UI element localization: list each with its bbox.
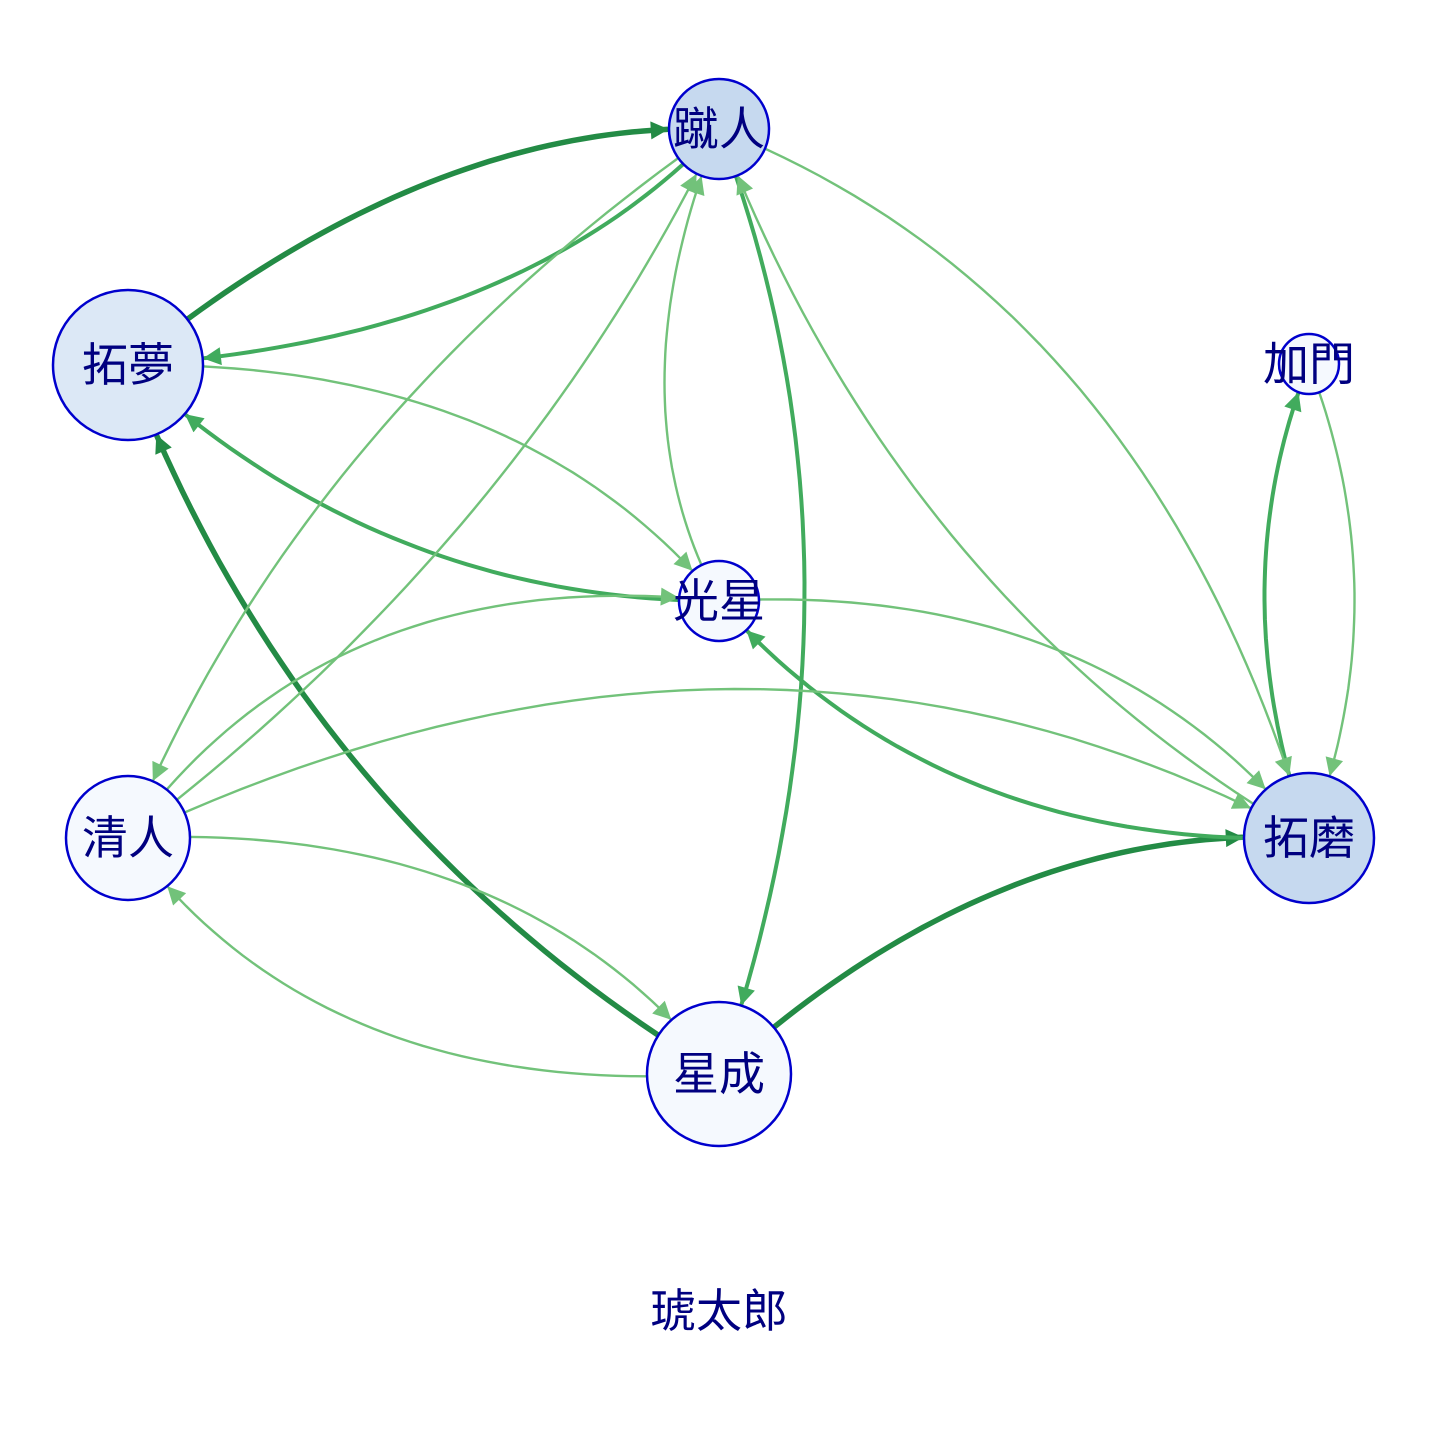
- node-label-takumu: 拓夢: [82, 338, 174, 392]
- edge-takuma-to-kousei: [745, 629, 1245, 840]
- node-circle-kiyoto: [64, 774, 192, 902]
- node-label-kotarou: 琥太郎: [650, 1284, 788, 1338]
- node-circle-shujin: [667, 77, 771, 181]
- node-seinari: 星成: [645, 1000, 793, 1148]
- edge-kousei-to-takumu: [184, 413, 680, 602]
- edge-seinari-to-takumu: [154, 433, 661, 1038]
- edge-takuma-to-shujin: [736, 175, 1254, 805]
- edge-shujin-to-takuma: [764, 147, 1292, 776]
- node-kiyoto: 清人: [64, 774, 192, 902]
- node-label-kousei: 光星: [673, 574, 765, 628]
- edge-kiyoto-to-kousei: [166, 587, 679, 790]
- node-label-kamon: 加門: [1263, 337, 1355, 391]
- edge-kiyoto-to-takuma: [184, 687, 1251, 814]
- node-kousei: 光星: [673, 559, 765, 643]
- edges-layer: [152, 121, 1356, 1078]
- edge-takumu-to-shujin: [185, 121, 670, 322]
- edge-kousei-to-takuma: [758, 598, 1266, 790]
- node-label-seinari: 星成: [673, 1047, 765, 1101]
- edge-shujin-to-takumu: [202, 162, 685, 366]
- node-label-takuma: 拓磨: [1263, 811, 1355, 865]
- edge-seinari-to-takuma: [771, 829, 1245, 1030]
- node-label-kiyoto: 清人: [82, 811, 174, 865]
- node-circle-kamon: [1277, 332, 1341, 396]
- edge-shujin-to-kiyoto: [152, 157, 679, 782]
- edge-kousei-to-shujin: [663, 176, 705, 566]
- edge-takuma-to-kamon: [1262, 392, 1302, 777]
- node-kamon: 加門: [1263, 332, 1355, 396]
- edge-takumu-to-kousei: [202, 365, 693, 571]
- node-circle-seinari: [645, 1000, 793, 1148]
- node-kotarou: 琥太郎: [650, 1284, 788, 1338]
- edge-shujin-to-seinari: [734, 175, 807, 1006]
- node-takumu: 拓夢: [51, 288, 205, 442]
- edge-kiyoto-to-seinari: [189, 835, 672, 1020]
- edge-seinari-to-kiyoto: [167, 886, 648, 1078]
- node-label-shujin: 蹴人: [673, 102, 765, 156]
- edge-kamon-to-takuma: [1318, 392, 1356, 777]
- node-circle-takumu: [51, 288, 205, 442]
- node-circle-kousei: [677, 559, 761, 643]
- node-circle-takuma: [1242, 771, 1376, 905]
- edge-kiyoto-to-shujin: [176, 173, 697, 801]
- node-shujin: 蹴人: [667, 77, 771, 181]
- node-takuma: 拓磨: [1242, 771, 1376, 905]
